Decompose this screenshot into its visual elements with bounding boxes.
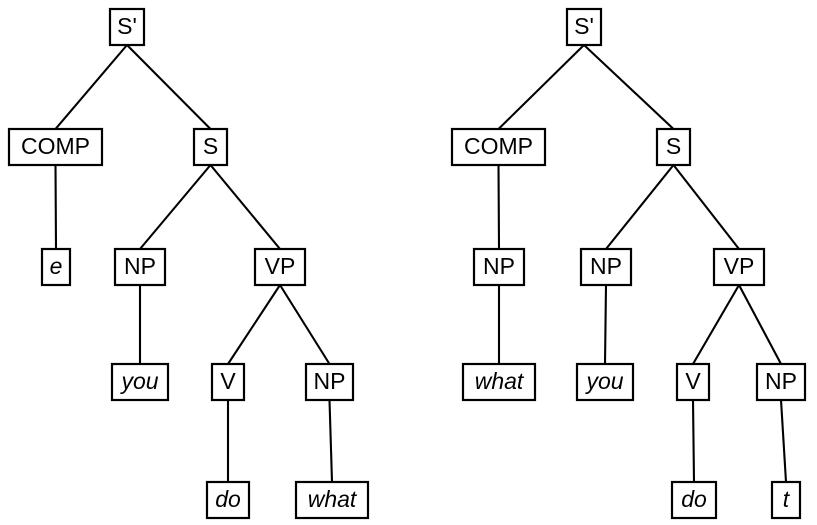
tree-node[interactable]: VP (253, 247, 307, 287)
node-label: NP (124, 253, 156, 279)
node-box (110, 362, 170, 402)
node-label: do (215, 486, 241, 512)
tree-edge (672, 164, 740, 250)
tree-edge (691, 399, 696, 483)
node-label: S' (574, 13, 594, 39)
tree-edge (139, 164, 212, 250)
tree-edge (738, 284, 782, 365)
node-label: you (119, 368, 158, 394)
tree-node[interactable]: you (110, 362, 170, 402)
node-label: V (220, 368, 236, 394)
node-box (675, 362, 711, 402)
tree-node[interactable]: e (40, 247, 72, 287)
node-box (304, 362, 355, 402)
wh-in-situ-tree-edges (54, 44, 334, 483)
node-label: e (50, 253, 63, 279)
node-label: t (783, 486, 791, 512)
node-label: NP (314, 368, 346, 394)
node-label: NP (765, 368, 797, 394)
tree-edge (497, 44, 585, 130)
node-box (770, 480, 802, 520)
node-box (712, 247, 766, 287)
tree-edge (692, 284, 740, 365)
tree-edge (227, 284, 281, 365)
tree-node[interactable]: you (575, 362, 635, 402)
tree-node[interactable]: do (205, 480, 251, 520)
tree-edge (54, 164, 58, 250)
node-box (670, 480, 718, 520)
tree-edge (583, 44, 675, 130)
tree-edge (603, 284, 608, 365)
tree-node[interactable]: V (675, 362, 711, 402)
node-box (205, 480, 251, 520)
node-label: S' (117, 13, 137, 39)
wh-movement-tree-nodes: S' COMP S NP NP VP what you V NP do t (450, 7, 807, 520)
tree-edge (779, 399, 788, 483)
node-box (472, 247, 526, 287)
tree-edge (126, 44, 212, 130)
tree-node[interactable]: COMP (450, 127, 547, 167)
node-box (7, 127, 104, 167)
node-label: VP (724, 253, 755, 279)
node-box (210, 362, 246, 402)
tree-node[interactable]: t (770, 480, 802, 520)
tree-node[interactable]: NP (304, 362, 355, 402)
node-label: you (584, 368, 623, 394)
node-label: S (203, 133, 218, 159)
node-box (579, 247, 633, 287)
node-box (655, 127, 692, 167)
tree-node[interactable]: S' (565, 7, 603, 47)
tree-edge (605, 164, 675, 250)
tree-node[interactable]: S (655, 127, 692, 167)
node-label: COMP (464, 133, 533, 159)
tree-node[interactable]: what (294, 480, 370, 520)
node-label: V (685, 368, 701, 394)
node-box (755, 362, 807, 402)
tree-node[interactable]: NP (113, 247, 167, 287)
tree-node[interactable]: S' (108, 7, 146, 47)
edges-layer (54, 44, 788, 483)
node-box (294, 480, 370, 520)
tree-node[interactable]: NP (472, 247, 526, 287)
tree-edge (209, 164, 281, 250)
node-label: S (666, 133, 681, 159)
tree-edge (279, 284, 331, 365)
tree-edge (54, 44, 128, 130)
tree-node[interactable]: NP (579, 247, 633, 287)
tree-node[interactable]: V (210, 362, 246, 402)
node-label: NP (590, 253, 622, 279)
tree-edge (497, 164, 501, 250)
tree-node[interactable]: S (192, 127, 229, 167)
node-box (565, 7, 603, 47)
node-box (40, 247, 72, 287)
tree-node[interactable]: COMP (7, 127, 104, 167)
tree-node[interactable]: what (461, 362, 537, 402)
tree-node[interactable]: VP (712, 247, 766, 287)
node-box (450, 127, 547, 167)
tree-node[interactable]: do (670, 480, 718, 520)
node-label: do (681, 486, 707, 512)
wh-movement-tree-edges (497, 44, 788, 483)
node-box (253, 247, 307, 287)
node-box (108, 7, 146, 47)
tree-node[interactable]: NP (755, 362, 807, 402)
node-box (575, 362, 635, 402)
node-label: what (475, 368, 525, 394)
node-label: NP (483, 253, 515, 279)
node-label: VP (265, 253, 296, 279)
node-box (192, 127, 229, 167)
node-box (113, 247, 167, 287)
node-box (461, 362, 537, 402)
node-label: what (308, 486, 358, 512)
tree-edge (328, 399, 334, 483)
node-label: COMP (21, 133, 90, 159)
